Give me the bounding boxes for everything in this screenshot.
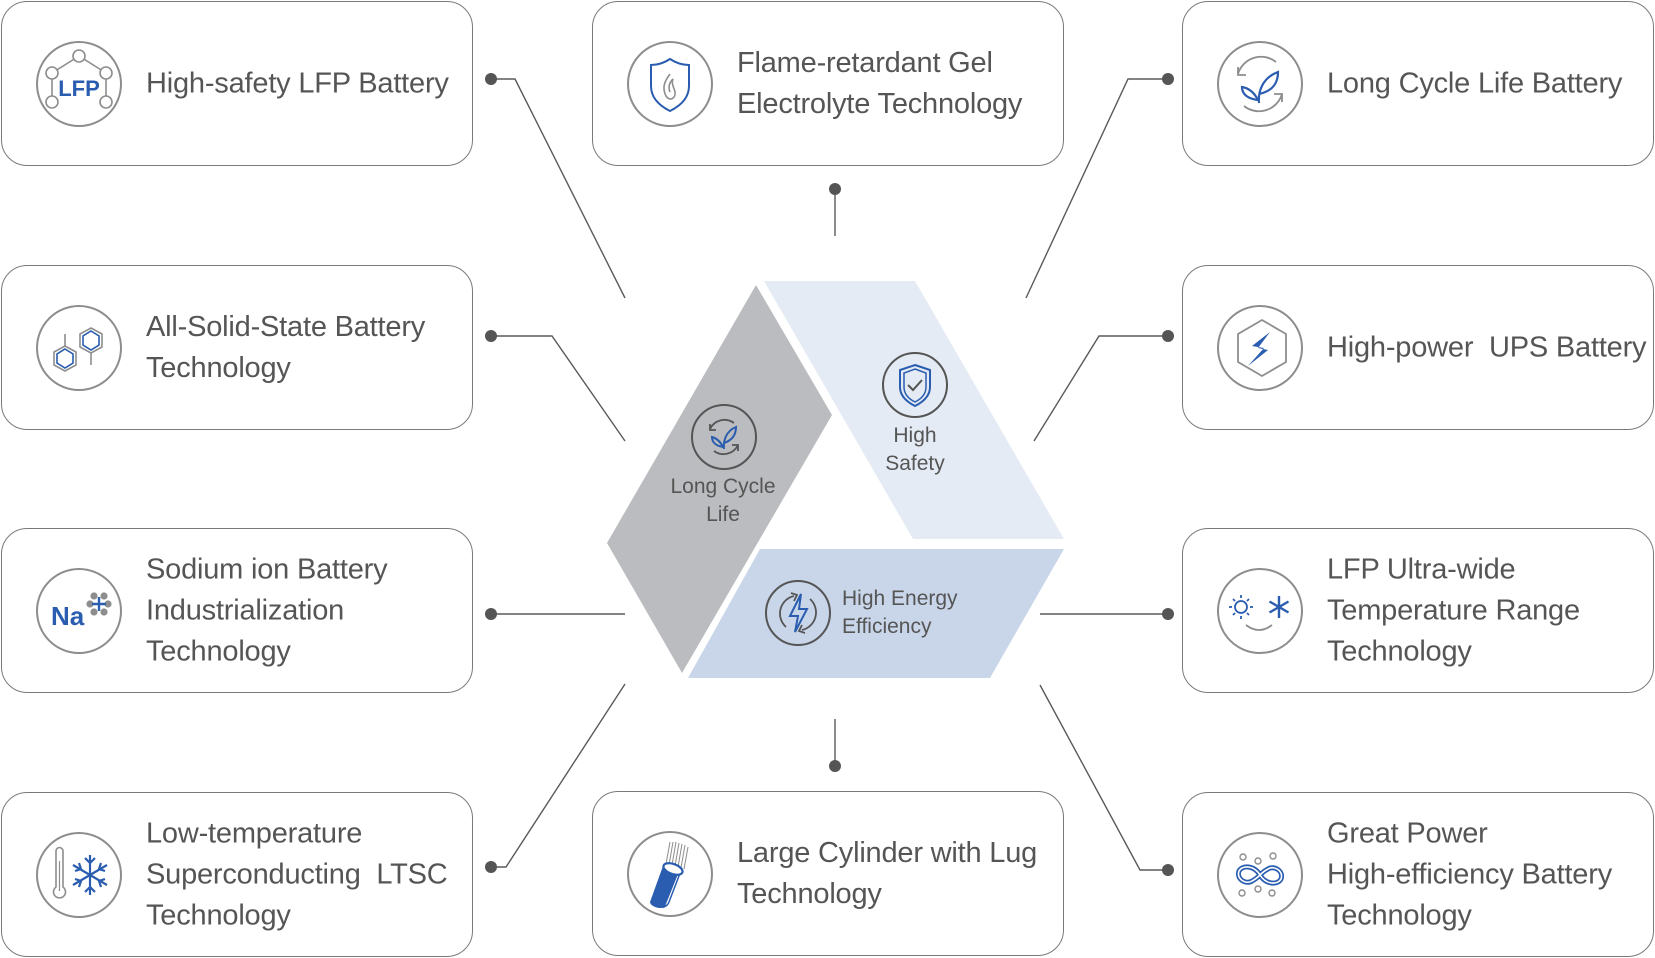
connector-dot	[485, 330, 497, 342]
cylinder-lug-icon	[627, 830, 713, 917]
card-title-line: Superconducting LTSC	[146, 858, 448, 890]
leaf-cycle-icon	[691, 404, 757, 470]
card-title: High-power UPS Battery	[1327, 327, 1647, 368]
segment-label-line: High Energy	[842, 587, 958, 610]
card-title: Large Cylinder with Lug Technology	[737, 833, 1047, 915]
lfp-icon-text: LFP	[58, 76, 100, 101]
card-high-safety-lfp[interactable]: LFP High-safety LFP Battery	[1, 1, 473, 166]
segment-label-line: Long Cycle	[670, 475, 776, 498]
card-title: Low-temperature Superconducting LTSC Tec…	[146, 813, 456, 936]
snowflake-icon	[1268, 595, 1290, 618]
segment-long-cycle-life	[607, 285, 832, 673]
card-title-line: All-Solid-State Battery	[146, 310, 426, 343]
shield-check-icon	[882, 352, 948, 418]
flame-shield-icon	[627, 40, 713, 127]
card-title-line: Technology	[1327, 899, 1472, 931]
connector-dot	[485, 73, 497, 85]
card-lfp-ultra-wide-temp[interactable]: LFP Ultra-wide Temperature Range Technol…	[1182, 528, 1654, 693]
sun-snowflake-smile-icon	[1217, 567, 1303, 654]
thermometer-icon	[52, 846, 67, 899]
center-label-high-energy-efficiency: High Energy Efficiency	[842, 585, 958, 641]
card-title: Long Cycle Life Battery	[1327, 63, 1637, 104]
connector-dot	[1162, 864, 1174, 876]
card-long-cycle-life-battery[interactable]: Long Cycle Life Battery	[1182, 1, 1654, 166]
card-title: Sodium ion Battery Industrialization Tec…	[146, 549, 456, 672]
center-label-high-safety: High Safety	[865, 422, 965, 478]
connector-line	[1039, 684, 1168, 871]
segment-label-line: High	[893, 424, 937, 447]
card-title-line: Technology	[737, 877, 882, 910]
card-high-power-ups[interactable]: High-power UPS Battery	[1182, 265, 1654, 430]
segment-label-line: Efficiency	[842, 615, 932, 638]
connector-line	[491, 335, 626, 442]
card-title-line: Industrialization	[146, 594, 345, 626]
connector-line	[491, 78, 626, 299]
card-title-line: High-safety LFP Battery	[146, 67, 449, 99]
snowflake-icon	[72, 854, 108, 895]
center-label-long-cycle-life: Long Cycle Life	[660, 473, 786, 529]
connector-line	[1033, 335, 1168, 442]
card-great-power-high-efficiency[interactable]: Great Power High-efficiency Battery Tech…	[1182, 792, 1654, 957]
card-title: All-Solid-State Battery Technology	[146, 307, 456, 389]
card-title-line: Technology	[146, 635, 291, 667]
segment-label-line: Safety	[885, 452, 945, 475]
card-flame-retardant-gel[interactable]: Flame-retardant Gel Electrolyte Technolo…	[592, 1, 1064, 166]
card-title-line: Long Cycle Life Battery	[1327, 67, 1623, 99]
card-title-line: Large Cylinder with Lug	[737, 836, 1038, 869]
leaf-cycle-icon	[1217, 40, 1303, 127]
lightning-cycle-icon	[765, 580, 831, 646]
connector-dot	[1162, 73, 1174, 85]
connector-dot	[829, 183, 841, 195]
connector-dot	[829, 760, 841, 772]
card-large-cylinder-lug[interactable]: Large Cylinder with Lug Technology	[592, 791, 1064, 956]
card-low-temp-ltsc[interactable]: Low-temperature Superconducting LTSC Tec…	[1, 792, 473, 957]
card-title-line: High-power UPS Battery	[1327, 331, 1647, 363]
card-title-line: Flame-retardant Gel	[737, 46, 993, 79]
card-title: Great Power High-efficiency Battery Tech…	[1327, 813, 1637, 936]
card-title-line: Technology	[1327, 635, 1472, 667]
card-title-line: Low-temperature	[146, 817, 363, 849]
card-title-line: Technology	[146, 351, 291, 384]
connector-line	[1025, 78, 1168, 299]
card-title: Flame-retardant Gel Electrolyte Technolo…	[737, 43, 1047, 125]
card-title-line: Sodium ion Battery	[146, 553, 388, 585]
card-title-line: Temperature Range	[1327, 594, 1580, 626]
connector-dot	[1162, 608, 1174, 620]
connector-dot	[1162, 330, 1174, 342]
card-title-line: High-efficiency Battery	[1327, 858, 1612, 890]
card-title-line: Electrolyte Technology	[737, 87, 1023, 120]
sodium-icon-text: Na	[51, 601, 85, 631]
infinity-icon	[1217, 831, 1303, 918]
card-title-line: LFP Ultra-wide	[1327, 553, 1516, 585]
molecule-rings-icon	[36, 304, 122, 391]
connector-dot	[485, 861, 497, 873]
segment-label-line: Life	[706, 503, 740, 526]
card-sodium-ion[interactable]: Na Sodium ion Battery Industrialization …	[1, 528, 473, 693]
hexagon-lightning-icon	[1217, 304, 1303, 391]
sun-icon	[1229, 594, 1253, 619]
connector-dot	[485, 608, 497, 620]
segment-high-energy-efficiency	[688, 549, 1064, 678]
card-title-line: Technology	[146, 899, 291, 931]
card-title-line: Great Power	[1327, 817, 1488, 849]
card-title: High-safety LFP Battery	[146, 63, 456, 104]
thermometer-snowflake-icon	[36, 831, 122, 918]
segment-high-safety	[764, 281, 1064, 539]
card-all-solid-state[interactable]: All-Solid-State Battery Technology	[1, 265, 473, 430]
lfp-molecule-icon: LFP	[36, 40, 122, 127]
sodium-ion-icon: Na	[36, 567, 122, 654]
card-title: LFP Ultra-wide Temperature Range Technol…	[1327, 549, 1637, 672]
